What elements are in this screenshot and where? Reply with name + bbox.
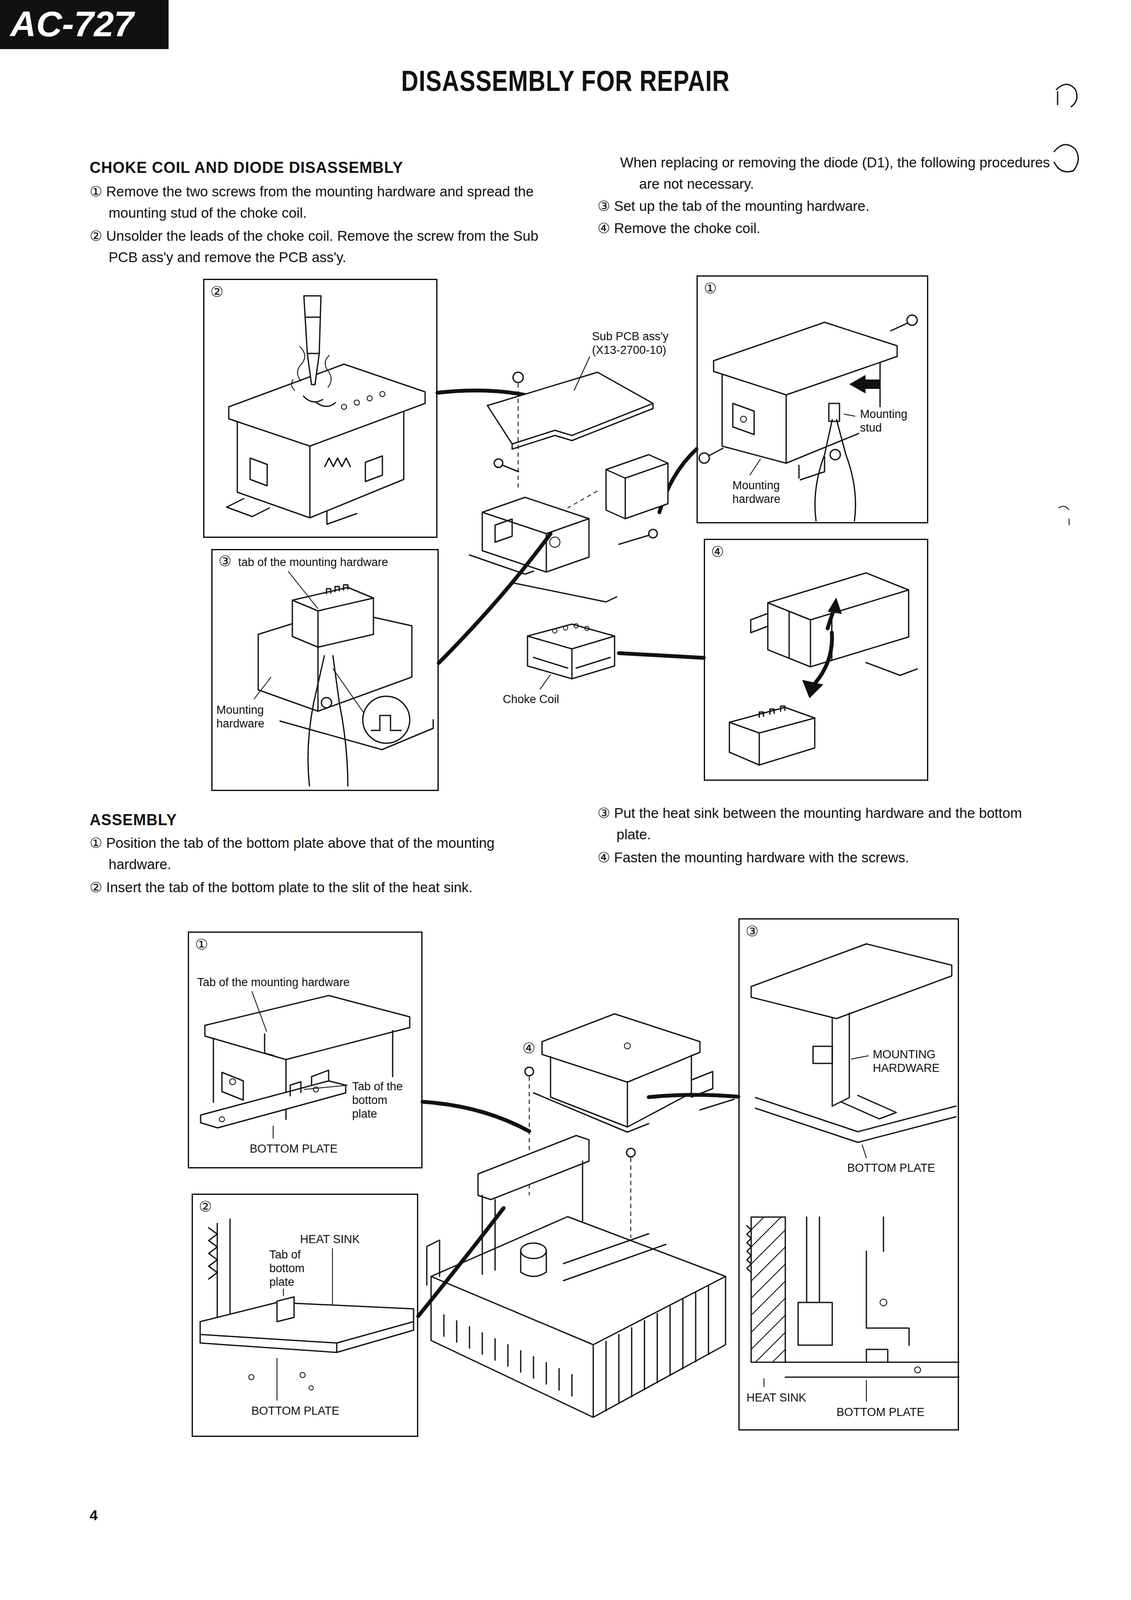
- model-banner: AC-727: [0, 0, 169, 50]
- callout-number: ③: [217, 552, 233, 569]
- step-text: ① Remove the two screws from the mountin…: [89, 180, 551, 224]
- callout-number: ③: [744, 922, 760, 939]
- step-text: ① Position the tab of the bottom plate a…: [89, 832, 551, 875]
- callout-number: ④: [521, 1039, 537, 1056]
- step-text: ④ Remove the choke coil.: [597, 217, 1059, 240]
- step-text: ② Insert the tab of the bottom plate to …: [89, 876, 551, 898]
- heat-sink-fit-figure: [746, 943, 960, 1402]
- remove-coil-figure: [729, 572, 918, 765]
- part-label: Tab of the bottom plate: [351, 1079, 412, 1121]
- section-heading: ASSEMBLY: [89, 810, 178, 829]
- step-text: ③ Put the heat sink between the mounting…: [597, 802, 1059, 846]
- part-label: HEAT SINK: [745, 1390, 808, 1405]
- step-panel: ③ tab of the mounting hardwareMounting ha…: [211, 548, 439, 791]
- punch-mark: [1058, 506, 1070, 525]
- tab-setup-figure: [253, 571, 434, 786]
- soldering-figure: [226, 295, 426, 525]
- part-label: BOTTOM PLATE: [250, 1403, 341, 1418]
- step-panel: ① Mounting studMounting hardware: [696, 275, 929, 524]
- part-label: Choke Coil: [501, 692, 560, 706]
- step-panel: ② HEAT SINKTab of bottom plateBOTTOM PLAT…: [191, 1193, 419, 1437]
- heat-sink-slit-figure: [200, 1218, 414, 1401]
- step-panel: ① Tab of the mounting hardwareTab of the …: [187, 931, 423, 1169]
- part-label: Mounting stud: [859, 407, 919, 435]
- callout-number: ②: [209, 283, 225, 300]
- part-label: HEAT SINK: [299, 1232, 361, 1246]
- note-text: When replacing or removing the diode (D1…: [620, 151, 1052, 195]
- callout-number: ①: [702, 279, 718, 297]
- part-label: BOTTOM PLATE: [248, 1141, 339, 1156]
- step-text: ③ Set up the tab of the mounting hardwar…: [597, 195, 1059, 217]
- model-number: AC-727: [10, 4, 134, 44]
- part-label: Mounting hardware: [215, 702, 280, 731]
- part-label: MOUNTING HARDWARE: [871, 1047, 954, 1075]
- part-label: tab of the mounting hardware: [237, 555, 389, 569]
- part-label: BOTTOM PLATE: [846, 1160, 936, 1175]
- part-label: BOTTOM PLATE: [835, 1405, 926, 1419]
- step-text: ④ Fasten the mounting hardware with the …: [597, 846, 1059, 869]
- step-panel: ③ MOUNTING HARDWARE BOTTOM PLATE HEAT SINK B…: [738, 918, 960, 1431]
- part-label: Tab of bottom plate: [268, 1247, 313, 1289]
- exploded-view: [469, 356, 668, 690]
- step-panel: ②: [203, 278, 438, 538]
- page-title: DISASSEMBLY FOR REPAIR: [102, 64, 1030, 98]
- callout-number: ②: [198, 1198, 213, 1215]
- callout-number: ①: [194, 935, 209, 953]
- punch-mark: [1056, 84, 1077, 108]
- part-label: Mounting hardware: [731, 478, 800, 506]
- section-heading: CHOKE COIL AND DIODE DISASSEMBLY: [89, 158, 404, 177]
- callout-number: ④: [710, 543, 725, 560]
- assembly-view: [426, 1013, 735, 1417]
- punch-mark: [1054, 144, 1079, 172]
- part-label: Sub PCB ass'y (X13-2700-10): [591, 329, 692, 357]
- step-text: ② Unsolder the leads of the choke coil. …: [89, 225, 551, 269]
- part-label: Tab of the mounting hardware: [196, 975, 351, 989]
- page-number: 4: [89, 1506, 98, 1524]
- step-panel: ④: [703, 538, 929, 781]
